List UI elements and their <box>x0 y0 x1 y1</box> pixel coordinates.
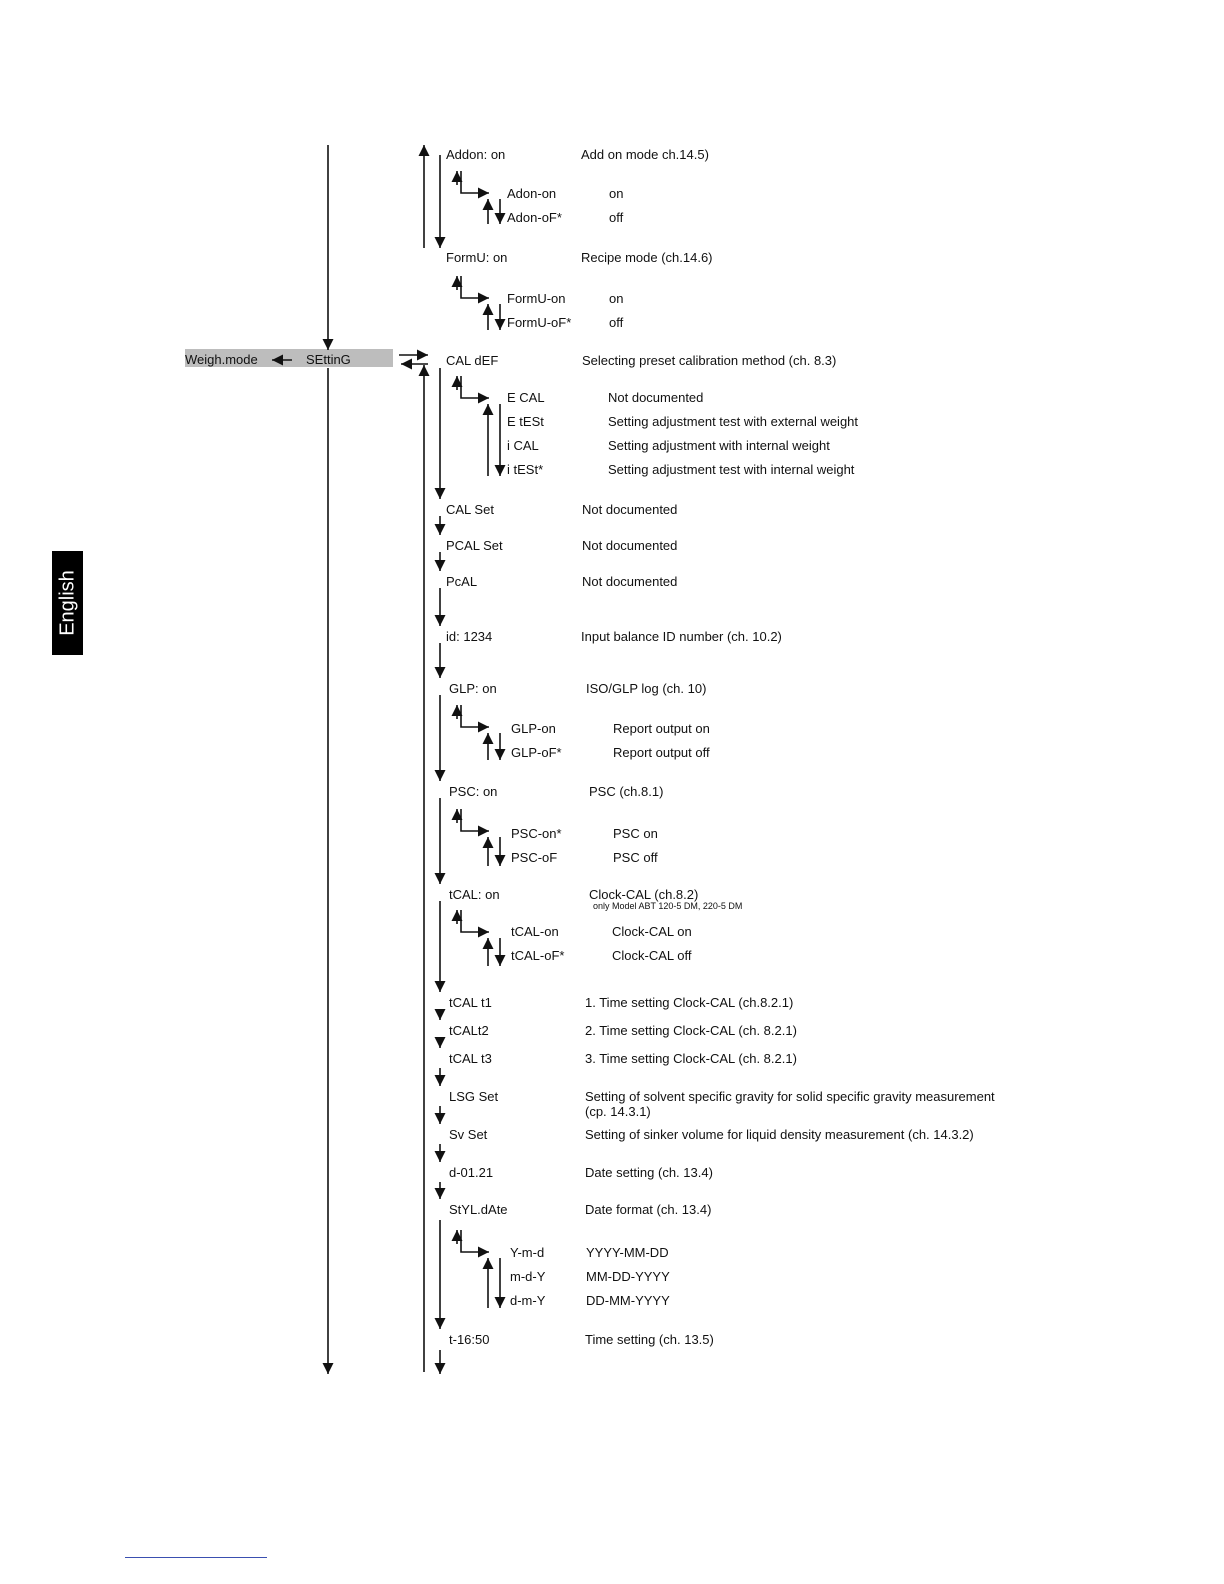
language-tab: English <box>52 551 83 655</box>
menu-item-key: d-01.21 <box>449 1165 494 1180</box>
option-desc: DD-MM-YYYY <box>586 1293 670 1308</box>
menu-item-key: LSG Set <box>449 1089 499 1104</box>
menu-item-desc: Input balance ID number (ch. 10.2) <box>581 629 782 644</box>
menu-item-key: tCAL t3 <box>449 1051 492 1066</box>
weigh-mode-label: Weigh.mode <box>185 352 258 367</box>
glp-options-enter <box>460 705 489 733</box>
menu-item-desc: Date setting (ch. 13.4) <box>585 1165 713 1180</box>
option-key: FormU-on <box>507 291 566 306</box>
formu-options-enter <box>460 276 489 304</box>
option-desc: Report output on <box>613 721 710 736</box>
psc-options-enter <box>460 809 489 837</box>
option-key: PSC-oF <box>511 850 558 865</box>
option-desc: Setting adjustment test with external we… <box>608 414 859 429</box>
menu-item-desc: ISO/GLP log (ch. 10) <box>586 681 707 696</box>
tcal-options-enter <box>460 910 489 938</box>
option-desc: Not documented <box>608 390 704 405</box>
menu-item-key: PCAL Set <box>446 538 503 553</box>
menu-item-desc: Setting of solvent specific gravity for … <box>585 1089 995 1119</box>
menu-item-key: id: 1234 <box>446 629 493 644</box>
menu-item-desc: Setting of sinker volume for liquid dens… <box>585 1127 974 1142</box>
option-key: PSC-on* <box>511 826 562 841</box>
menu-item-note: only Model ABT 120-5 DM, 220-5 DM <box>593 901 743 911</box>
menu-item-desc: Selecting preset calibration method (ch.… <box>582 353 837 368</box>
option-key: i CAL <box>507 438 539 453</box>
menu-item-key: Addon: on <box>446 147 506 162</box>
option-key: d-m-Y <box>510 1293 546 1308</box>
menu-item-desc: PSC (ch.8.1) <box>589 784 664 799</box>
option-key: tCAL-on <box>511 924 559 939</box>
option-desc: PSC on <box>613 826 658 841</box>
option-key: FormU-oF* <box>507 315 572 330</box>
date-options-enter <box>460 1230 489 1258</box>
menu-item-key: StYL.dAte <box>449 1202 508 1217</box>
option-desc: off <box>609 210 624 225</box>
menu-item-desc: Time setting (ch. 13.5) <box>585 1332 714 1347</box>
menu-item-key: Sv Set <box>449 1127 488 1142</box>
option-key: GLP-on <box>511 721 556 736</box>
menu-item-key: tCAL t1 <box>449 995 492 1010</box>
option-key: Y-m-d <box>510 1245 545 1260</box>
option-key: E tESt <box>507 414 544 429</box>
menu-item-desc: Date format (ch. 13.4) <box>585 1202 712 1217</box>
setting-label: SEttinG <box>306 352 351 367</box>
option-key: i tESt* <box>507 462 544 477</box>
menu-item-desc: 2. Time setting Clock-CAL (ch. 8.2.1) <box>585 1023 797 1038</box>
option-key: Adon-oF* <box>507 210 562 225</box>
menu-item-key: tCAL: on <box>449 887 500 902</box>
option-key: m-d-Y <box>510 1269 546 1284</box>
option-desc: off <box>609 315 624 330</box>
option-desc: Setting adjustment test with internal we… <box>608 462 855 477</box>
menu-item-desc: Not documented <box>582 574 678 589</box>
menu-item-key: CAL Set <box>446 502 494 517</box>
menu-item-desc: Add on mode ch.14.5) <box>581 147 709 162</box>
setting-bar <box>185 349 393 367</box>
cal-options-enter <box>460 376 489 404</box>
option-desc: Report output off <box>613 745 710 760</box>
option-desc: PSC off <box>613 850 658 865</box>
option-desc: Clock-CAL off <box>612 948 692 963</box>
option-key: Adon-on <box>507 186 557 201</box>
option-key: E CAL <box>507 390 545 405</box>
menu-item-key: PcAL <box>446 574 478 589</box>
option-desc: YYYY-MM-DD <box>586 1245 669 1260</box>
menu-item-key: tCALt2 <box>449 1023 489 1038</box>
menu-item-key: GLP: on <box>449 681 497 696</box>
menu-item-desc: 3. Time setting Clock-CAL (ch. 8.2.1) <box>585 1051 797 1066</box>
menu-item-desc: Clock-CAL (ch.8.2) <box>589 887 699 902</box>
addon-options-enter <box>460 171 489 199</box>
menu-item-desc: Not documented <box>582 538 678 553</box>
menu-item-desc: 1. Time setting Clock-CAL (ch.8.2.1) <box>585 995 794 1010</box>
option-key: GLP-oF* <box>511 745 562 760</box>
option-desc: on <box>609 291 624 306</box>
option-desc: Setting adjustment with internal weight <box>608 438 830 453</box>
option-key: tCAL-oF* <box>511 948 565 963</box>
option-desc: on <box>609 186 624 201</box>
menu-item-desc: Not documented <box>582 502 678 517</box>
footer-rule <box>125 1557 267 1558</box>
menu-item-key: CAL dEF <box>446 353 499 368</box>
menu-item-key: PSC: on <box>449 784 498 799</box>
menu-item-desc: Recipe mode (ch.14.6) <box>581 250 713 265</box>
option-desc: Clock-CAL on <box>612 924 692 939</box>
option-desc: MM-DD-YYYY <box>586 1269 670 1284</box>
menu-item-key: t-16:50 <box>449 1332 490 1347</box>
menu-item-key: FormU: on <box>446 250 508 265</box>
